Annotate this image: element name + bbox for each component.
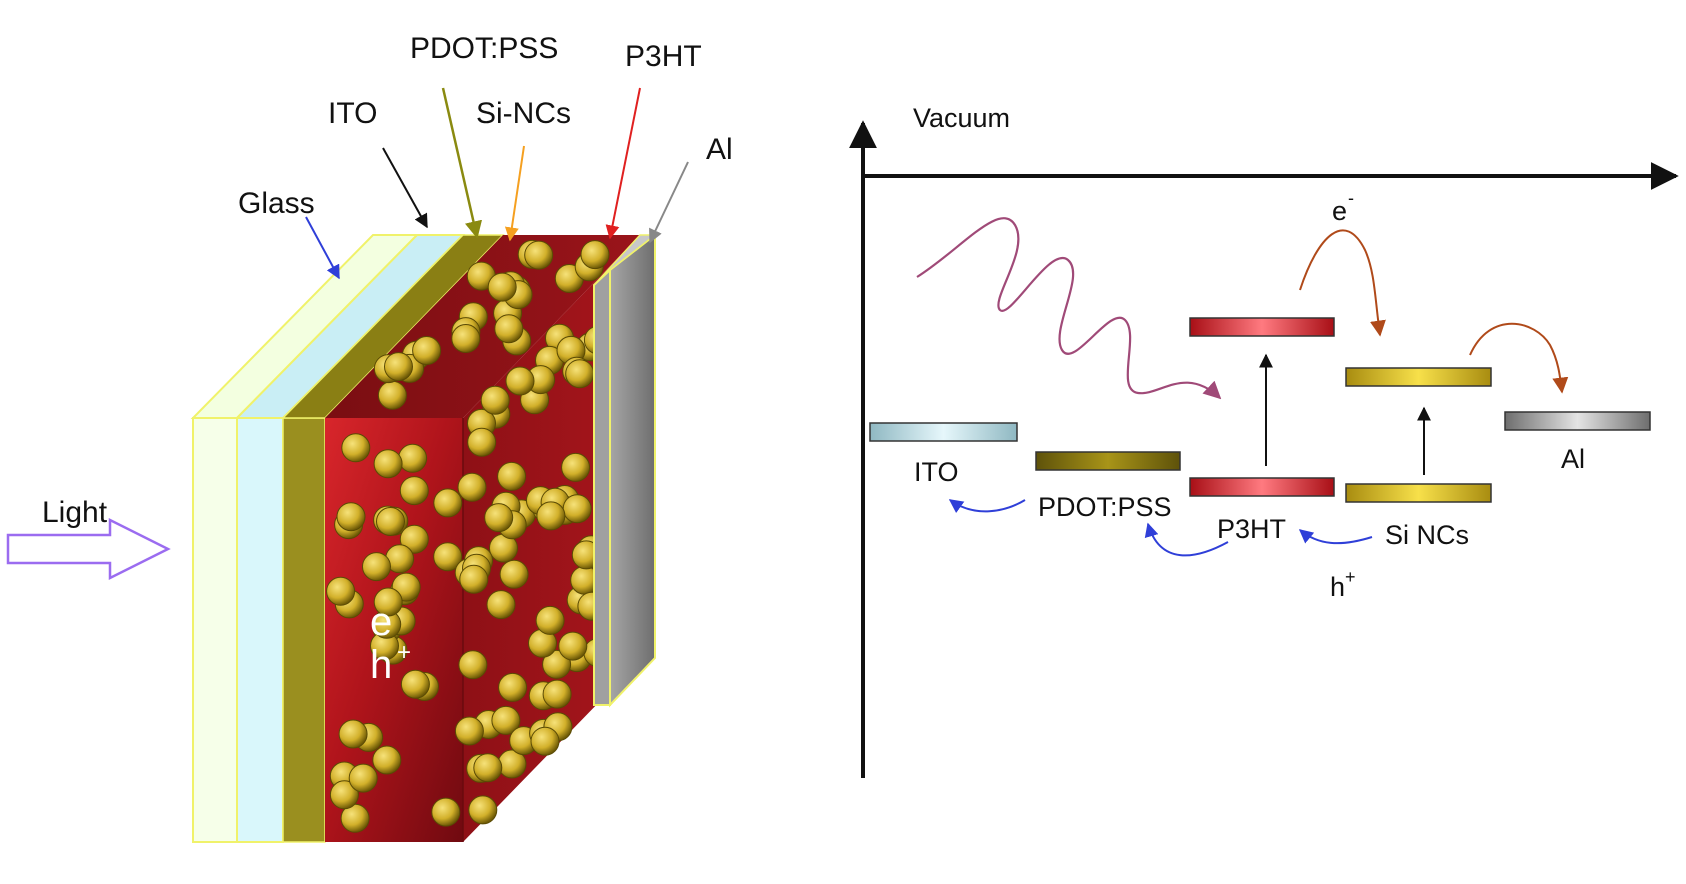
nanocrystal-sphere — [542, 649, 572, 679]
nanocrystal-sphere — [399, 524, 429, 554]
nanocrystal-sphere — [542, 679, 572, 709]
nanocrystal-sphere — [499, 559, 529, 589]
pedot-layer-front — [282, 417, 326, 843]
hole-sup: + — [1345, 567, 1356, 587]
sincs-level-label: Si NCs — [1385, 520, 1469, 550]
sincs-pointer — [504, 145, 525, 242]
nanocrystal-sphere — [535, 605, 565, 635]
nanocrystal-sphere — [473, 753, 503, 783]
nanocrystal-sphere — [536, 501, 566, 531]
nanocrystal-sphere — [491, 705, 521, 735]
glass-label: Glass — [238, 187, 315, 220]
nanocrystal-sphere — [362, 552, 391, 582]
energy-diagram: Vacuum ITO PDOT:PSS P3HT Si NCs Al e - h… — [849, 103, 1679, 778]
p3ht-level-label: P3HT — [1217, 514, 1286, 544]
nanocrystal-sphere — [498, 672, 528, 702]
pedot-level — [1035, 451, 1181, 471]
pedot-pointer — [441, 87, 483, 239]
pedot-level-label: PDOT:PSS — [1038, 492, 1172, 522]
nanocrystal-sphere — [561, 452, 591, 482]
nanocrystal-sphere — [433, 542, 463, 572]
ito-pointer — [382, 147, 428, 229]
hole-inner-sup: + — [397, 639, 411, 666]
nanocrystal-sphere — [376, 507, 405, 536]
nanocrystal-sphere — [431, 797, 461, 827]
sincs-label: Si-NCs — [476, 97, 571, 130]
nanocrystal-sphere — [457, 472, 487, 502]
hole-transfer-arrow-3 — [1298, 529, 1373, 545]
nanocrystal-sphere — [565, 359, 595, 389]
nanocrystal-sphere — [454, 716, 484, 746]
nanocrystal-sphere — [338, 719, 368, 749]
nanocrystal-sphere — [505, 366, 535, 396]
nanocrystal-sphere — [372, 745, 402, 775]
nanocrystal-sphere — [497, 461, 527, 491]
al-electrode-front — [593, 267, 611, 706]
sincs-lumo-level — [1345, 367, 1492, 387]
al-label: Al — [706, 133, 733, 166]
nanocrystal-sphere — [524, 240, 554, 270]
al-electrode-side — [609, 232, 656, 708]
nanocrystal-sphere — [458, 650, 488, 680]
light-label: Light — [42, 496, 108, 529]
nanocrystal-sphere — [484, 503, 514, 533]
p3ht-label: P3HT — [625, 40, 702, 73]
sincs-homo-level — [1345, 483, 1492, 503]
nanocrystal-sphere — [468, 795, 498, 825]
nanocrystal-sphere — [399, 476, 429, 506]
nanocrystal-sphere — [558, 631, 588, 661]
ito-level-label: ITO — [914, 457, 959, 487]
vacuum-label: Vacuum — [913, 103, 1010, 133]
al-pointer — [649, 161, 689, 244]
nanocrystal-sphere — [487, 272, 517, 302]
device-stack: e h + — [190, 232, 658, 843]
nanocrystal-sphere — [433, 488, 463, 518]
nanocrystal-sphere — [336, 502, 366, 532]
pedot-label: PDOT:PSS — [410, 32, 558, 65]
electron-label: e — [1332, 196, 1347, 226]
nanocrystal-sphere — [530, 726, 560, 756]
nanocrystal-sphere — [326, 576, 356, 606]
nanocrystal-sphere — [398, 443, 428, 473]
nanocrystal-sphere — [459, 564, 489, 594]
ito-label: ITO — [328, 97, 377, 130]
ito-layer-front — [236, 417, 284, 843]
electron-sup: - — [1348, 188, 1354, 208]
electron-transfer-arrow-1 — [1299, 229, 1386, 337]
nanocrystal-sphere — [494, 314, 524, 344]
nanocrystal-sphere — [580, 240, 610, 270]
nanocrystal-sphere — [480, 385, 510, 415]
ito-level — [869, 422, 1018, 442]
nanocrystal-sphere — [467, 427, 497, 457]
p3ht-pointer — [605, 87, 641, 240]
nanocrystal-sphere — [486, 590, 516, 620]
nanocrystal-sphere — [341, 433, 371, 463]
photon-wave — [916, 217, 1222, 400]
nanocrystal-sphere — [412, 336, 442, 365]
p3ht-homo-level — [1189, 477, 1335, 497]
nanocrystal-sphere — [400, 669, 430, 699]
hole-transfer-arrow-2 — [1144, 522, 1229, 557]
p3ht-lumo-level — [1189, 317, 1335, 337]
glass-layer-front — [192, 417, 238, 843]
nanocrystal-sphere — [373, 449, 403, 479]
nanocrystal-sphere — [329, 780, 359, 810]
nanocrystal-sphere — [451, 324, 481, 353]
hole-inner-label: h — [370, 643, 392, 687]
electron-transfer-arrow-2 — [1469, 322, 1569, 394]
glass-pointer — [305, 216, 340, 280]
nanocrystal-sphere — [373, 587, 403, 617]
light-arrow — [6, 517, 171, 581]
nanocrystal-sphere — [377, 380, 407, 410]
electron-inner-label: e — [370, 600, 392, 644]
al-level-label: Al — [1561, 444, 1585, 474]
nanocrystal-sphere — [384, 352, 413, 382]
hole-transfer-arrow-1 — [948, 499, 1026, 514]
nanocrystal-sphere — [562, 494, 592, 524]
hole-label: h — [1330, 572, 1345, 602]
nanocrystal-sphere — [348, 763, 378, 793]
al-level — [1504, 411, 1651, 431]
